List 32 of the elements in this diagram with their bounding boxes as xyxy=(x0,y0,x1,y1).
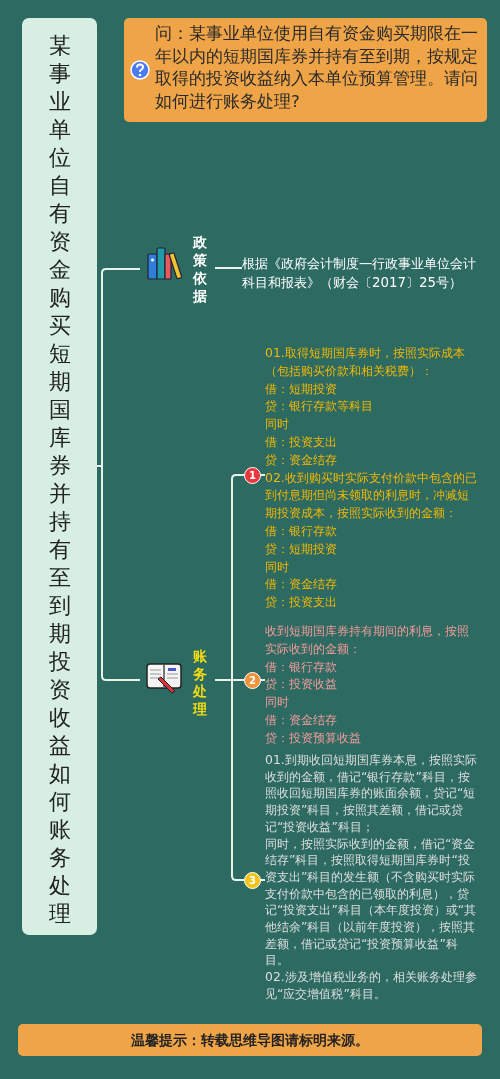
notice-bar: 温馨提示：转载思维导图请标明来源。 xyxy=(18,1024,482,1056)
entry-text: 02.收到购买时实际支付价款中包含的已到付息期但尚未领取的利息时，冲减短期投资成本，按照实际收到的金额： xyxy=(265,468,478,522)
entry-text: 借：投资支出 xyxy=(265,433,338,451)
entry-text: 贷：投资支出 xyxy=(265,593,338,611)
question-box xyxy=(124,18,487,122)
entry-text: 同时 xyxy=(265,693,290,711)
branch-label: 政策依据 xyxy=(193,233,208,305)
entry-text: 02.涉及增值税业务的，相关账务处理参见“应交增值税”科目。 xyxy=(265,969,478,1003)
entry-text: 借：银行存款 xyxy=(265,521,338,540)
title-box: 某事业单位自有资金购买短期国库券并持有至到期投资收益如何账务处理 xyxy=(22,18,97,935)
entry-text: 同时 xyxy=(265,557,290,576)
entry-text: 贷：银行存款等科目 xyxy=(265,397,374,416)
branch-text: 根据《政府会计制度—行政事业单位会计科目和报表》（财会〔2017〕25号） xyxy=(242,254,478,294)
entry-text: 同时，按照实际收到的金额，借记“资金结存”科目，按照取得短期国库券时“投资支出”科目的发生额（不含购买时实际支付价款中包含的已领取的利息），贷记“投资支出”科目（本年度投资）或“其他结余”科目（以前年度投资），按照其差额，借记或贷记“投资预算收益”科目。 xyxy=(265,835,478,970)
connector-line xyxy=(214,267,243,269)
branch-label: 账务处理 xyxy=(193,648,208,718)
entry-text: 贷：资金结存 xyxy=(265,450,338,469)
entry-text: 同时 xyxy=(265,415,290,433)
entry-text: 借：短期投资 xyxy=(265,379,338,398)
entry-text: 贷：投资收益 xyxy=(265,675,338,694)
entry-text: 借：资金结存 xyxy=(265,711,338,729)
number-badge: 2 xyxy=(244,672,261,689)
entry-text: 贷：短期投资 xyxy=(265,539,338,558)
entry-text: 收到短期国库券持有期间的利息，按照实际收到的金额： xyxy=(265,622,470,658)
entry-text: 01.取得短期国库券时，按照实际成本（包括购买价款和相关税费）： xyxy=(265,344,466,380)
entry-text: 借：资金结存 xyxy=(265,575,338,594)
entry-text: 01.到期收回短期国库券本息，按照实际收到的金额，借记“银行存款”科目，按照收回短期国库券的账面余额，贷记“短期投资”科目，按照其差额，借记或贷记“投资收益”科目； xyxy=(265,752,478,836)
number-badge: 1 xyxy=(244,467,261,484)
question-text: 问：某事业单位使用自有资金购买期限在一年以内的短期国库券并持有至到期，按规定取得的投资收益纳入本单位预算管理。请问如何进行账务处理? xyxy=(155,23,479,113)
number-badge: 3 xyxy=(244,872,261,889)
entry-text: 贷：投资预算收益 xyxy=(265,728,362,747)
entry-text: 借：银行存款 xyxy=(265,657,338,676)
